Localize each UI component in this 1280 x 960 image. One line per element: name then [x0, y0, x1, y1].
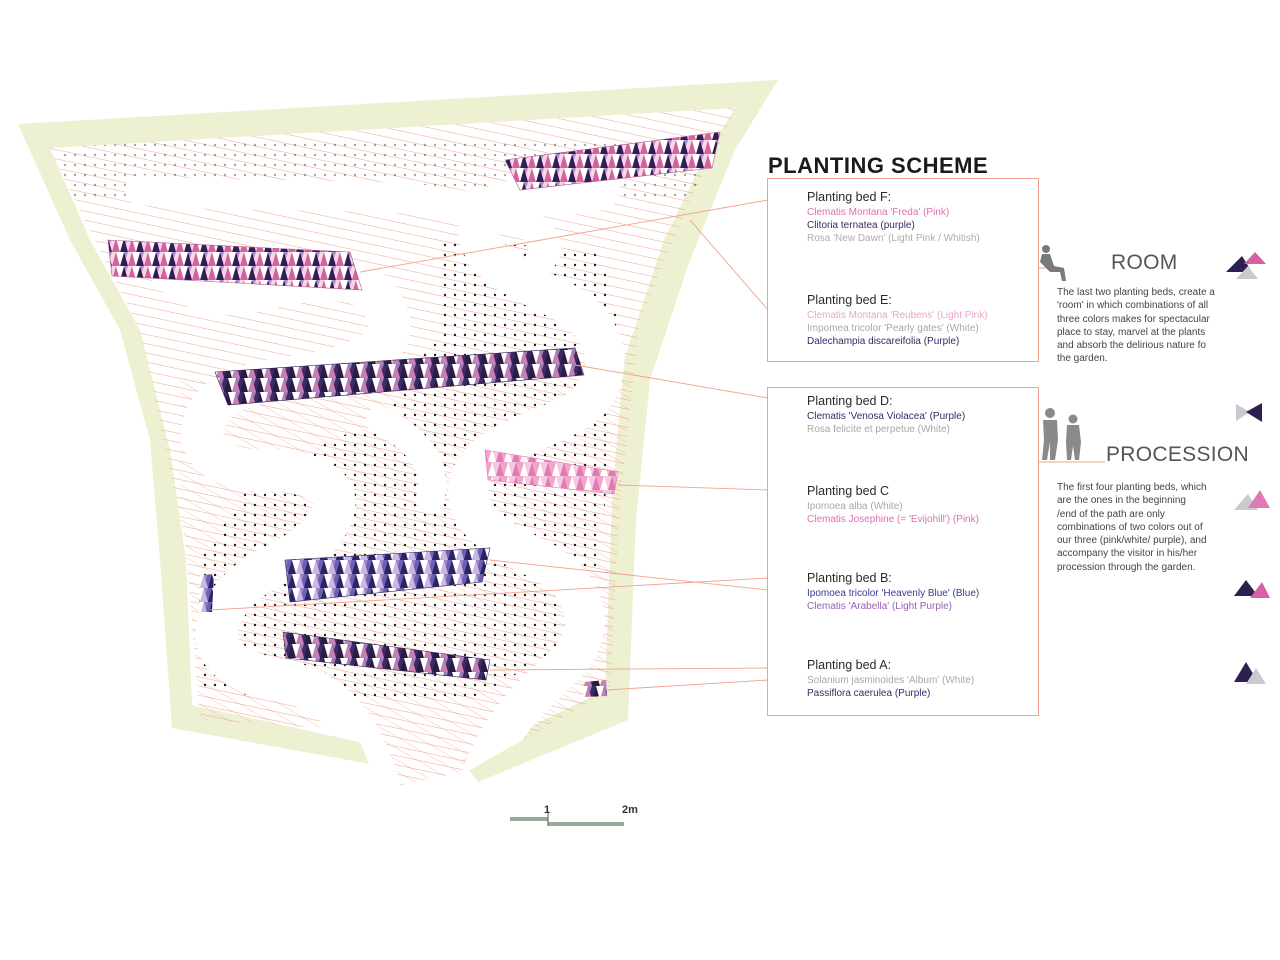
bed-f-plant-3: Rosa 'New Dawn' (Light Pink / Whitish)	[807, 233, 980, 244]
bed-b-heading: Planting bed B:	[807, 571, 892, 585]
walking-people-icon	[1042, 408, 1081, 460]
bed-c-plant-1: Ipomoea alba (White)	[807, 501, 903, 512]
bed-a-heading: Planting bed A:	[807, 658, 892, 672]
bed-e-legend: Planting bed E: Clematis Montana 'Reuben…	[807, 293, 988, 348]
scale-mark-1: 1	[544, 804, 551, 816]
bed-e-plant-3: Dalechampia discareifolia (Purple)	[807, 336, 960, 347]
bed-d-heading: Planting bed D:	[807, 394, 893, 408]
planting-bed-d	[214, 347, 585, 406]
bed-c-plant-2: Clematis Josephine (= 'Evijohill') (Pink…	[807, 514, 979, 525]
bed-f-legend: Planting bed F: Clematis Montana 'Freda'…	[807, 190, 980, 245]
bed-e-plant-1: Clematis Montana 'Reubens' (Light Pink)	[807, 310, 988, 321]
planting-bed-f-upper	[504, 131, 721, 191]
bed-d-plant-1: Clematis 'Venosa Violacea' (Purple)	[807, 411, 966, 422]
scale-bar	[510, 812, 624, 826]
procession-title: PROCESSION	[1106, 443, 1250, 466]
room-description: The last two planting beds, create a 'ro…	[1057, 287, 1215, 365]
bed-d-legend: Planting bed D: Clematis 'Venosa Violace…	[807, 394, 965, 436]
bed-a-legend: Planting bed A: Solanium jasminoides 'Al…	[807, 658, 974, 700]
planting-bed-a-small	[583, 680, 607, 697]
bed-e-heading: Planting bed E:	[807, 293, 892, 307]
bed-c-triangles-icon	[1234, 490, 1270, 510]
planting-bed-a	[282, 631, 491, 681]
bed-a-triangles-icon	[1234, 662, 1266, 684]
bed-d-plant-2: Rosa felicite et perpetue (White)	[807, 424, 950, 435]
bed-c-heading: Planting bed C	[807, 484, 890, 498]
beds-dca-box	[767, 387, 1039, 716]
leader-lines	[209, 199, 1105, 691]
bed-b-triangles-icon	[1234, 580, 1270, 598]
procession-description: The first four planting beds, which are …	[1057, 482, 1207, 573]
bed-a-plant-1: Solanium jasminoides 'Album' (White)	[807, 675, 975, 686]
bed-b-plant-1: Ipomoea tricolor 'Heavenly Blue' (Blue)	[807, 588, 980, 599]
planting-bed-e	[107, 239, 363, 291]
bed-f-plant-1: Clematis Montana 'Freda' (Pink)	[807, 207, 950, 218]
bed-e-plant-2: Impomea tricolor 'Pearly gates' (White)	[807, 323, 979, 334]
bed-f-plant-2: Clitoria ternatea (purple)	[807, 220, 915, 231]
room-triangles-icon	[1226, 252, 1266, 279]
planting-bed-b	[284, 547, 491, 603]
room-title: ROOM	[1111, 251, 1178, 274]
beds-fe-box	[767, 178, 1039, 362]
seated-person-icon	[1040, 245, 1066, 281]
bed-a-plant-2: Passiflora caerulea (Purple)	[807, 688, 931, 699]
bed-b-plant-2: Clematis 'Arabella' (Light Purple)	[807, 601, 952, 612]
planting-bed-c	[484, 449, 619, 495]
page-title: PLANTING SCHEME	[768, 153, 989, 178]
bed-c-legend: Planting bed C Ipomoea alba (White) Clem…	[807, 484, 979, 526]
bed-f-heading: Planting bed F:	[807, 190, 892, 204]
planting-bed-b-small	[199, 574, 214, 612]
bed-d-triangles-icon	[1236, 403, 1262, 422]
bed-b-legend: Planting bed B: Ipomoea tricolor 'Heaven…	[807, 571, 979, 613]
scale-mark-2m: 2m	[622, 804, 638, 816]
